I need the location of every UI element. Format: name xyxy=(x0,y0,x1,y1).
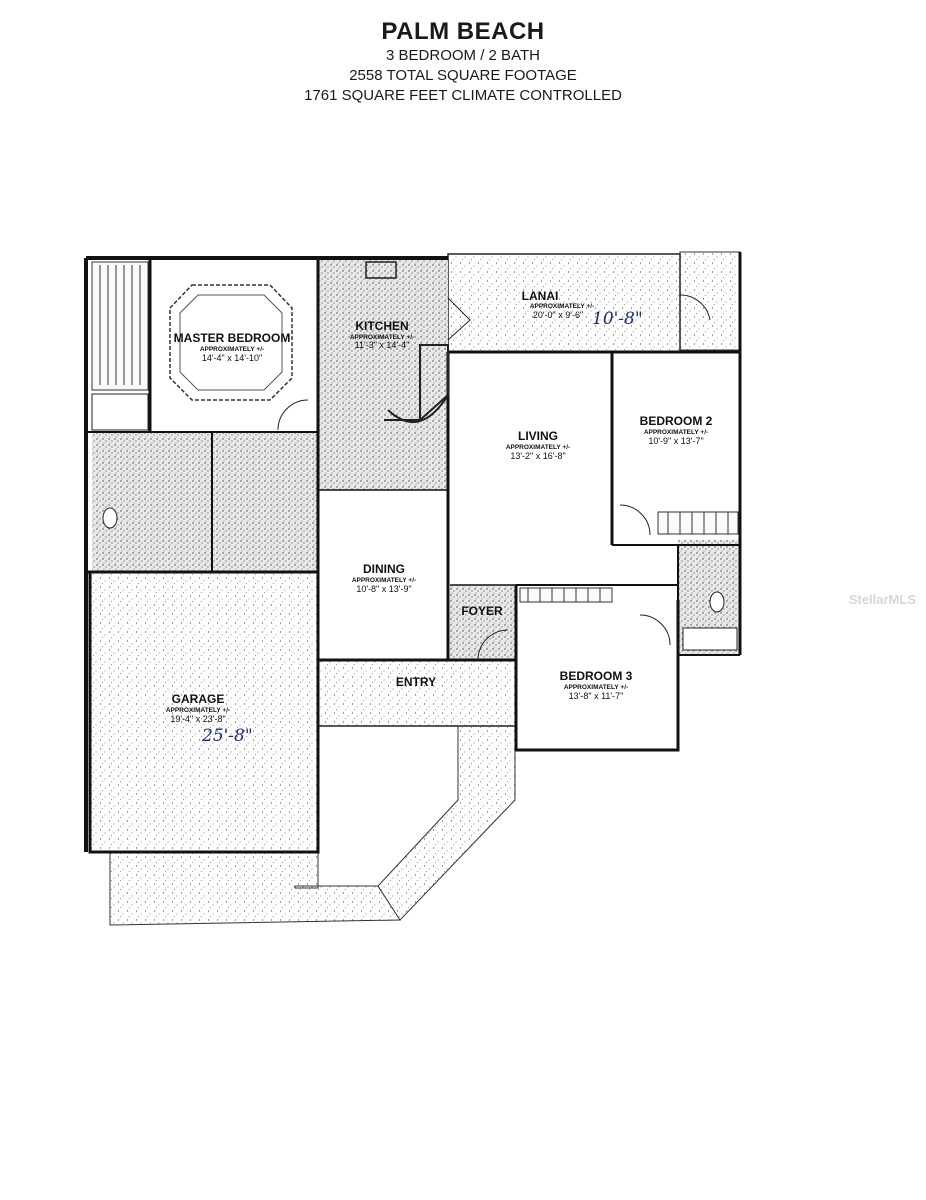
master-closet xyxy=(91,261,149,391)
kitchen-dim: 11'-3" x 14'-4" xyxy=(355,340,410,350)
master-label: MASTER BEDROOM xyxy=(174,331,291,345)
living-dim: 13'-2" x 16'-8" xyxy=(510,451,565,461)
master-approx: APPROXIMATELY +/- xyxy=(200,346,264,353)
bedroom3-approx: APPROXIMATELY +/- xyxy=(564,684,628,691)
master-tray-ceiling xyxy=(169,284,293,401)
total-sqft-line: 2558 TOTAL SQUARE FOOTAGE xyxy=(349,67,577,84)
shower-master xyxy=(91,393,149,431)
master-dim: 14'-4" x 14'-10" xyxy=(202,353,262,363)
bedroom2-dim: 10'-9" x 13'-7" xyxy=(648,436,703,446)
garage-approx: APPROXIMATELY +/- xyxy=(166,707,230,714)
climate-sqft-line: 1761 SQUARE FEET CLIMATE CONTROLLED xyxy=(304,87,622,104)
lanai-approx: APPROXIMATELY +/- xyxy=(530,303,594,310)
living-label: LIVING xyxy=(518,429,558,443)
driveway xyxy=(109,849,401,926)
foyer-label: FOYER xyxy=(461,604,503,618)
watermark: StellarMLS xyxy=(848,592,916,607)
living-approx: APPROXIMATELY +/- xyxy=(506,444,570,451)
bedroom2-label: BEDROOM 2 xyxy=(640,414,713,428)
dining-approx: APPROXIMATELY +/- xyxy=(352,577,416,584)
lanai-label: LANAI xyxy=(522,289,559,303)
garage-dim: 19'-4" x 23'-8" xyxy=(170,714,225,724)
kitchen-island-curve xyxy=(387,394,449,423)
kitchen-approx: APPROXIMATELY +/- xyxy=(350,334,414,341)
garage-handwritten-dim: 25'-8" xyxy=(201,726,253,746)
entry-label: ENTRY xyxy=(396,675,436,689)
master-tray-inner xyxy=(179,294,283,391)
lanai-side-patch xyxy=(679,251,741,351)
lanai-room xyxy=(447,253,681,353)
kitchen-sink xyxy=(365,261,397,279)
bedroom2-closet xyxy=(657,511,739,535)
entry-area xyxy=(317,659,517,727)
house-walls xyxy=(84,252,742,852)
bedroom3-closet xyxy=(519,587,613,603)
toilet-bath2 xyxy=(709,591,725,613)
bedroom3-dim: 13'-8" x 11'-7" xyxy=(569,691,624,701)
door-swings xyxy=(277,294,711,661)
bedroom2-approx: APPROXIMATELY +/- xyxy=(644,429,708,436)
toilet-master xyxy=(102,507,118,529)
plan-header: PALM BEACH 3 BEDROOM / 2 BATH 2558 TOTAL… xyxy=(0,18,926,106)
kitchen-label: KITCHEN xyxy=(355,319,408,333)
dining-dim: 10'-8" x 13'-9" xyxy=(356,584,411,594)
tub-bath2 xyxy=(682,627,738,651)
garage-label: GARAGE xyxy=(172,692,225,706)
plan-title: PALM BEACH xyxy=(381,18,545,45)
hall-floor xyxy=(212,432,318,572)
kitchen-floor xyxy=(318,258,448,490)
kitchen-counter xyxy=(384,344,449,421)
garage-room xyxy=(88,570,320,854)
front-walkway xyxy=(377,724,516,921)
lanai-handwritten-dim: 10'-8" xyxy=(592,309,643,329)
bed-bath-line: 3 BEDROOM / 2 BATH xyxy=(386,47,540,64)
foyer-area xyxy=(450,585,516,660)
lanai-dim: 20'-0" x 9'-6" xyxy=(533,310,583,320)
master-bath-floor xyxy=(92,432,212,572)
dining-label: DINING xyxy=(363,562,405,576)
bedroom3-label: BEDROOM 3 xyxy=(560,669,633,683)
